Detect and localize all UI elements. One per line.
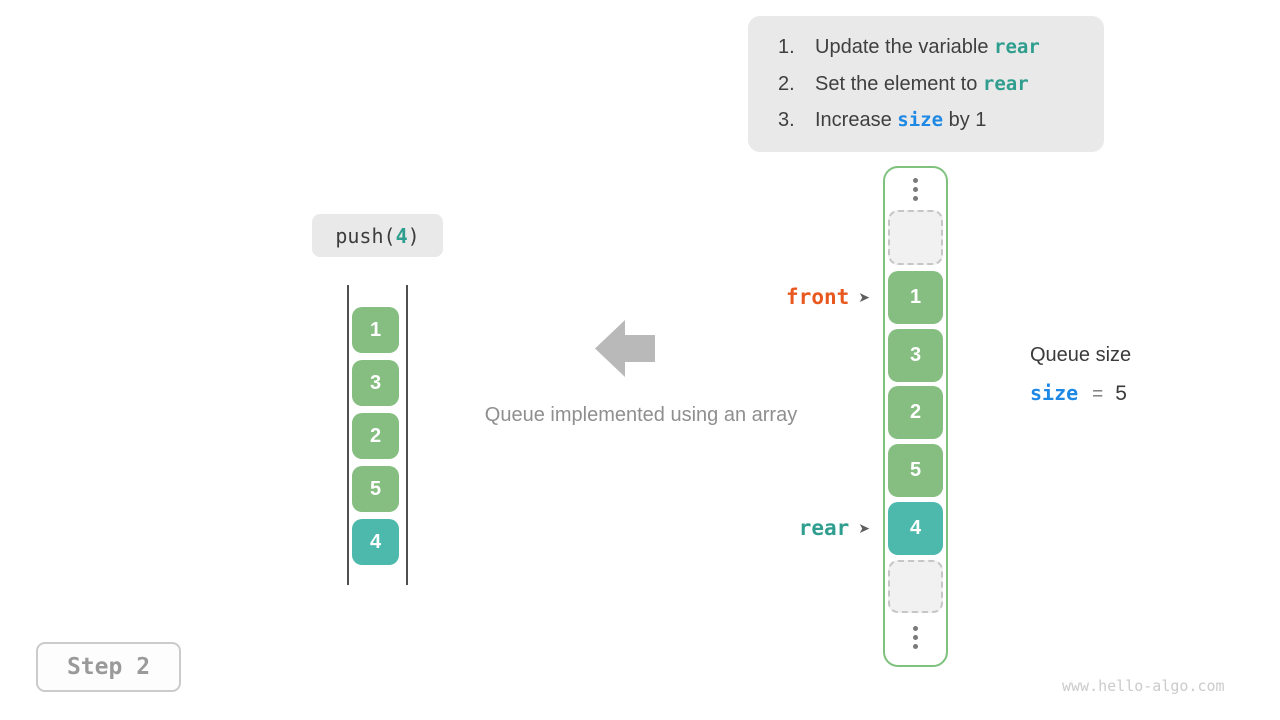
- queue-wall-left: [347, 285, 349, 585]
- arrow-left-icon: [595, 320, 655, 377]
- dot: [913, 178, 918, 183]
- size-variable: size: [1030, 381, 1079, 405]
- front-pointer-label: front: [786, 285, 850, 309]
- code-token-rear: rear: [994, 35, 1040, 58]
- rear-pointer: rear ➤: [755, 514, 870, 542]
- dot: [913, 196, 918, 201]
- instruction-step-3: 3. Increase size by 1: [778, 109, 1104, 132]
- equals-sign: =: [1092, 384, 1104, 405]
- array-cell: 3: [888, 329, 943, 382]
- queue-element: 1: [352, 307, 399, 353]
- queue-element: 3: [352, 360, 399, 406]
- queue-wall-right: [406, 285, 408, 585]
- instruction-step-2: 2. Set the element to rear: [778, 73, 1104, 96]
- queue-size-value-row: size = 5: [1030, 381, 1131, 406]
- instruction-number: 2.: [778, 72, 795, 95]
- code-token-size: size: [897, 109, 944, 132]
- instruction-text: Set the element to: [815, 72, 983, 95]
- watermark: www.hello-algo.com: [1062, 677, 1225, 695]
- instruction-step-1: 1. Update the variable rear: [778, 36, 1104, 59]
- array-cell: 2: [888, 386, 943, 439]
- queue-element: 2: [352, 413, 399, 459]
- array-cell-rear-pushed: 4: [888, 502, 943, 555]
- array-cell-empty: [888, 560, 943, 613]
- instructions-box: 1. Update the variable rear 2. Set the e…: [748, 16, 1104, 152]
- dot: [913, 635, 918, 640]
- push-argument: 4: [395, 223, 408, 248]
- dot: [913, 644, 918, 649]
- instruction-text: Increase: [815, 109, 898, 132]
- dot: [913, 187, 918, 192]
- queue-element-pushed: 4: [352, 519, 399, 565]
- dot: [913, 626, 918, 631]
- code-token-rear: rear: [982, 72, 1029, 95]
- diagram-caption: Queue implemented using an array: [484, 404, 798, 426]
- ellipsis-bottom-icon: [888, 626, 943, 649]
- instruction-text: by 1: [943, 109, 987, 132]
- abstract-queue-stack: 1 3 2 5 4: [352, 307, 399, 565]
- step-badge: Step 2: [36, 642, 181, 692]
- pointer-arrow-icon: ➤: [858, 520, 870, 536]
- instruction-number: 3.: [778, 109, 795, 132]
- instruction-text: Update the variable: [815, 35, 995, 58]
- front-pointer: front ➤: [755, 283, 870, 311]
- push-call-suffix: ): [407, 223, 420, 248]
- queue-size-title: Queue size: [1030, 344, 1132, 366]
- queue-size-block: Queue size size = 5: [1030, 344, 1131, 406]
- array-cell-empty: [888, 210, 943, 265]
- ellipsis-top-icon: [888, 178, 943, 201]
- array-cell-front: 1: [888, 271, 943, 324]
- push-operation-chip: push( 4 ): [312, 214, 443, 257]
- push-call-prefix: push(: [335, 223, 396, 248]
- array-cell: 5: [888, 444, 943, 497]
- size-value: 5: [1115, 382, 1127, 405]
- rear-pointer-label: rear: [798, 516, 850, 540]
- queue-element: 5: [352, 466, 399, 512]
- pointer-arrow-icon: ➤: [858, 289, 870, 305]
- instruction-number: 1.: [778, 35, 795, 58]
